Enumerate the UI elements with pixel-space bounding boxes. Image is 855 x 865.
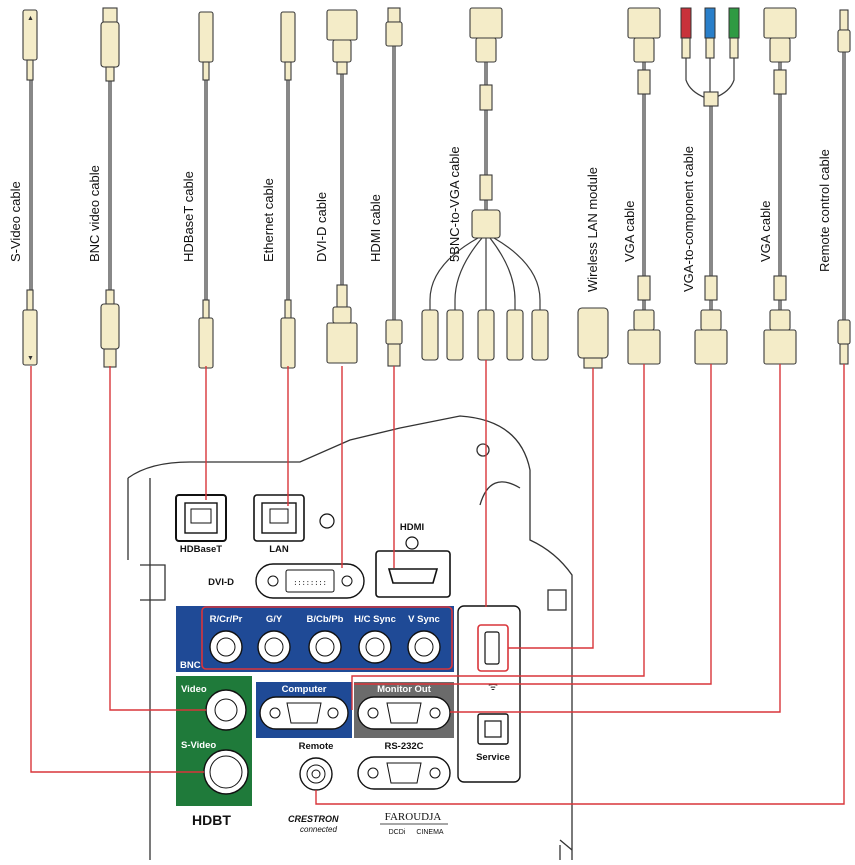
cable-label-ethernet: Ethernet cable: [261, 178, 276, 262]
projector-body: [127, 415, 573, 860]
svg-text:▲: ▲: [27, 15, 34, 22]
faroudja-logo: FAROUDJA: [385, 811, 442, 823]
computer-port[interactable]: [259, 696, 349, 730]
monitor-out-port[interactable]: [357, 696, 451, 730]
hdbaset-logo: HDBT: [192, 812, 231, 828]
svg-text:::::::::: ::::::::: [293, 580, 327, 588]
cable-label-svideo: S-Video cable: [8, 181, 23, 262]
hcsync-port-label: H/C Sync: [354, 614, 396, 625]
crestron-logo-sub: connected: [300, 825, 337, 834]
dvid-port-label: DVI-D: [208, 577, 234, 588]
hdmi-port-label: HDMI: [400, 522, 424, 533]
cable-label-wlan: Wireless LAN module: [585, 167, 600, 292]
rcrpr-port-label: R/Cr/Pr: [210, 614, 243, 625]
cable-label-hdmi: HDMI cable: [368, 194, 383, 262]
video-port-label: Video: [181, 684, 207, 695]
video-port[interactable]: [205, 689, 247, 731]
connection-lines: [30, 360, 845, 805]
bcbpb-port-label: B/Cb/Pb: [307, 614, 344, 625]
wlan-usb-port[interactable]: [477, 624, 509, 672]
bnc-panel-label: BNC: [180, 660, 201, 671]
bnc-connectors[interactable]: [209, 630, 441, 664]
vga2comp-cable-illustration: [680, 7, 740, 365]
cable-label-5bnc: 5BNC-to-VGA cable: [447, 146, 462, 262]
vga2-cable-illustration: [763, 7, 797, 365]
hdbaset-port[interactable]: [175, 494, 227, 542]
svideo-port[interactable]: [203, 749, 249, 795]
vsync-port-label: V Sync: [408, 614, 440, 625]
remote-port-label: Remote: [299, 741, 334, 752]
svideo-port-label: S-Video: [181, 740, 216, 751]
cable-label-vga1: VGA cable: [622, 201, 637, 262]
hdbaset-cable-illustration: [198, 11, 214, 369]
lan-port[interactable]: [253, 494, 305, 542]
ethernet-cable-illustration: [280, 11, 296, 369]
cable-label-dvid: DVI-D cable: [314, 192, 329, 262]
hdmi-port[interactable]: [375, 550, 451, 598]
lan-port-label: LAN: [269, 544, 289, 555]
rs232c-port[interactable]: [357, 756, 451, 790]
wlan-module-illustration: [577, 307, 609, 369]
screw-hole: [319, 513, 335, 529]
computer-port-label: Computer: [282, 684, 327, 695]
hdmi-cable-illustration: [385, 7, 403, 367]
5bnc-cable-illustration: [421, 7, 549, 361]
monitor-out-port-label: Monitor Out: [377, 684, 432, 695]
cable-label-vga2comp: VGA-to-component cable: [681, 146, 696, 292]
hdbaset-port-label: HDBaseT: [180, 544, 222, 555]
bnc-cable-illustration: [100, 7, 120, 368]
dvid-port[interactable]: ::::::::: [255, 563, 365, 599]
remote-port[interactable]: [299, 757, 333, 791]
svideo-cable-illustration: ▲ ▼: [22, 9, 38, 366]
vga1-cable-illustration: [627, 7, 661, 365]
cable-label-remote: Remote control cable: [817, 149, 832, 272]
wifi-icon: ᯤ: [488, 681, 498, 693]
cinema-logo: CINEMA: [416, 829, 444, 836]
cable-label-hdbaset: HDBaseT cable: [181, 171, 196, 262]
rs232c-port-label: RS-232C: [384, 741, 423, 752]
svg-text:▼: ▼: [27, 355, 34, 362]
crestron-logo: CRESTRON: [288, 814, 339, 824]
dvid-cable-illustration: [326, 9, 358, 364]
cable-label-vga2: VGA cable: [758, 201, 773, 262]
hdmi-indicator: [405, 536, 419, 550]
service-port-label: Service: [476, 752, 510, 763]
cable-label-bnc: BNC video cable: [87, 165, 102, 262]
gy-port-label: G/Y: [266, 614, 283, 625]
remote-cable-illustration: [837, 9, 851, 365]
dcdi-logo: DCDi: [389, 829, 406, 836]
service-usb-port[interactable]: [477, 713, 509, 745]
